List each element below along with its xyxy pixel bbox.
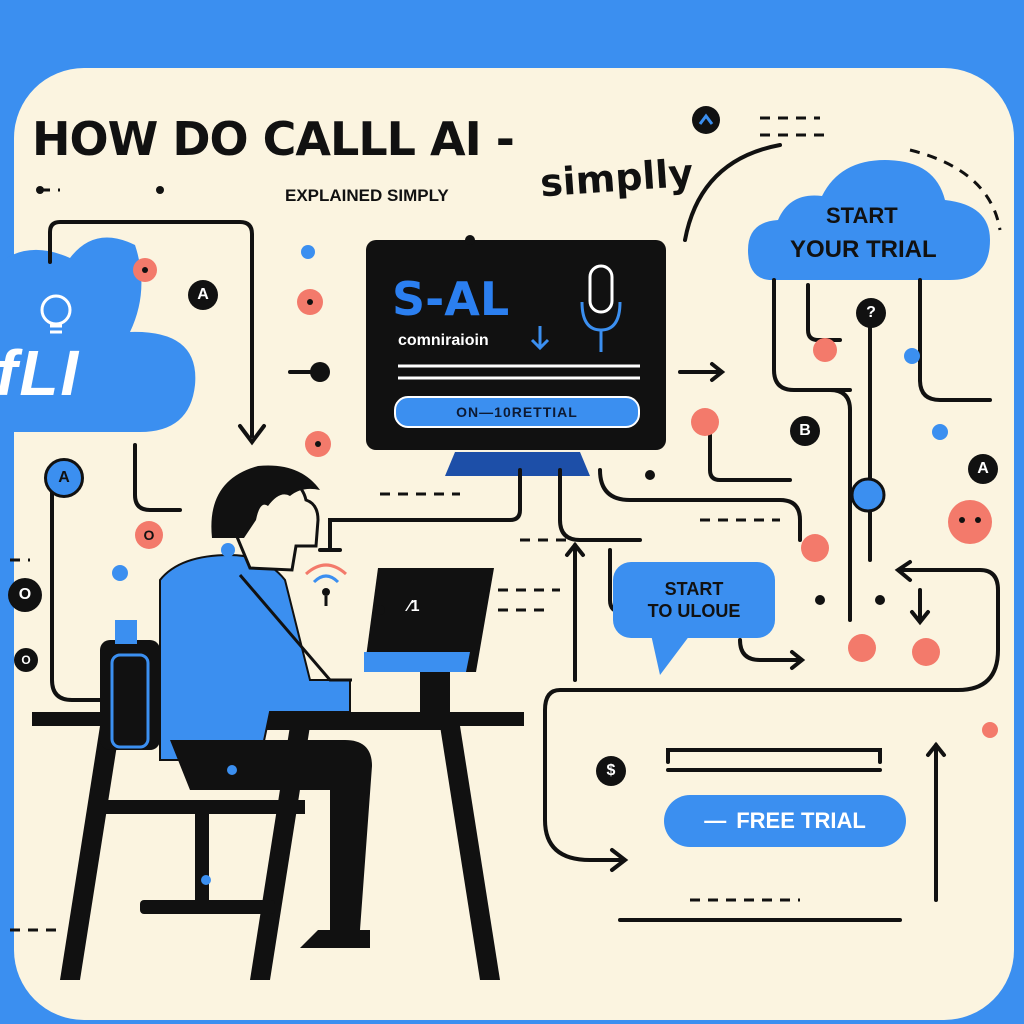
badge-a-right: A [968,454,998,484]
lightbulb-icon [40,294,72,334]
free-trial-button[interactable]: — FREE TRIAL [664,795,906,847]
left-cloud-label: fLI [0,337,81,409]
badge-b-right: B [790,416,820,446]
person-at-desk [32,465,524,980]
speech-bubble-line1: START [664,579,724,599]
monitor-subheading: comniraioin [398,332,489,349]
left-cloud-shape [0,237,196,432]
page-subtitle: EXPLAINED SIMPLY [285,186,449,205]
badge-dollar-icon: $ [596,756,626,786]
badge-question: ? [856,298,886,328]
badge-a-left: A [44,458,84,498]
trial-cloud-line1[interactable]: START [826,203,898,228]
decorative-dots [36,106,998,885]
free-trial-dash: — [704,808,727,833]
speech-bubble[interactable]: START TO ULOUE [613,562,775,638]
badge-o-outline: O [8,578,42,612]
laptop-screen-text: ⁄1 [408,598,420,615]
monitor-trial-button[interactable]: ON—10RETTIAL [394,396,640,428]
monitor-stand [445,452,590,476]
trial-cloud-line2[interactable]: YOUR TRIAL [790,236,937,263]
free-trial-label: FREE TRIAL [736,808,866,833]
badge-o-left: O [135,521,163,549]
page-title: HOW DO CALLL AI - [32,112,515,166]
badge-o-bottom-left: O [14,648,38,672]
badge-a-top: A [188,280,218,310]
speech-bubble-line2: TO ULOUE [647,601,741,621]
wifi-icon [304,563,348,606]
monitor-heading: S-AL [392,272,510,326]
trial-cloud-shape [748,160,990,280]
